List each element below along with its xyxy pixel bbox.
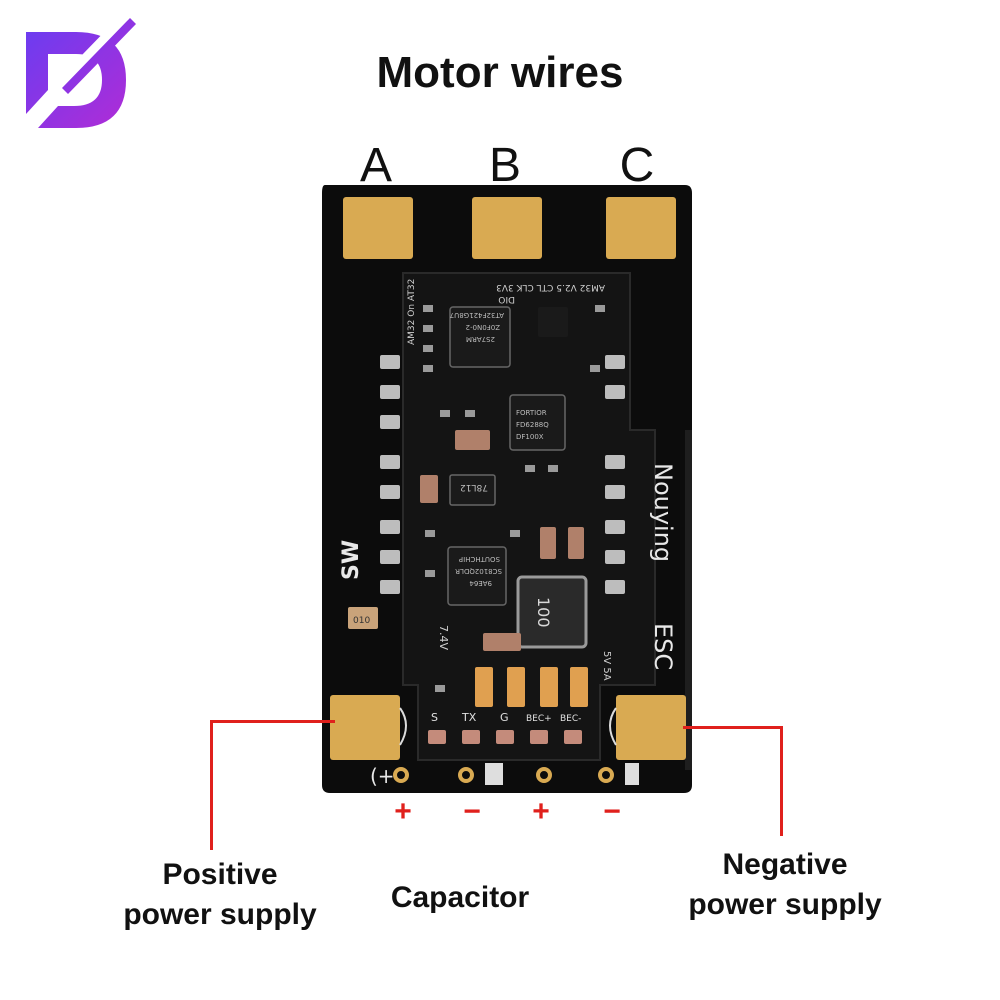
sign-minus-2: − <box>603 795 621 828</box>
negative-callout-line2: power supply <box>688 888 882 921</box>
regulator <box>449 474 496 506</box>
esc-board: Nouying ESC SW AM32 On AT32 AM32 V2.5 CT… <box>322 185 692 793</box>
firmware-label: AM32 On AT32 <box>407 279 417 345</box>
negative-callout-line1: Negative <box>722 848 848 881</box>
pin-label-bec-minus: BEC- <box>560 714 581 724</box>
inductor-text: 100 <box>534 597 553 628</box>
chip1-line3: 2S7ARM <box>466 335 495 343</box>
chip3-line1: SOUTHCHIP <box>459 555 500 563</box>
pin-label-g: G <box>500 711 509 724</box>
positive-callout: Positive power supply <box>100 855 340 935</box>
motor-pad-b <box>472 197 542 259</box>
positive-leader-horizontal <box>210 720 335 723</box>
buck-chip <box>447 546 507 606</box>
chip2-line1: FORTIOR <box>516 409 547 417</box>
positive-leader-vertical <box>210 720 213 850</box>
chip2-line3: DF100X <box>516 433 544 441</box>
mcu-chip <box>449 306 511 368</box>
diagram-title: Motor wires <box>376 48 624 97</box>
brand-esc-text: ESC <box>649 623 677 670</box>
motor-pad-c <box>606 197 676 259</box>
brand-text: Nouying <box>649 463 677 562</box>
positive-power-pad <box>330 695 400 760</box>
regulator-text: 78L12 <box>460 482 488 492</box>
header-label: AM32 V2.5 CTL CLK 3V3 <box>496 282 605 292</box>
sign-plus-2: + <box>532 795 550 828</box>
inductor <box>516 575 588 649</box>
negative-power-pad <box>616 695 686 760</box>
chip2-line2: FD6288Q <box>516 421 549 429</box>
capacitor-pad-label: (+ <box>370 764 395 788</box>
motor-pad-label-b: B <box>488 139 521 192</box>
capacitor-callout: Capacitor <box>390 881 530 914</box>
positive-callout-line1: Positive <box>162 858 278 891</box>
positive-callout-line2: power supply <box>123 898 317 931</box>
pin-label-bec-plus: BEC+ <box>526 714 552 724</box>
chip1-line1: AT32F421G8U7 <box>450 311 504 319</box>
pin-label-s: S <box>431 711 438 724</box>
pin-label-tx: TX <box>461 711 477 724</box>
negative-leader-horizontal <box>683 726 783 729</box>
bec-label: 5V 5A <box>601 651 612 681</box>
sign-plus-1: + <box>394 795 412 828</box>
negative-leader-vertical <box>780 726 783 836</box>
chip3-line2: SC8102QDLR <box>455 567 502 575</box>
motor-pad-label-a: A <box>359 139 392 192</box>
sign-minus-1: − <box>463 795 481 828</box>
small-ic <box>538 307 568 337</box>
chip3-line3: 9AE64 <box>469 579 492 587</box>
dio-label: DIO <box>498 294 515 304</box>
sw-label: SW <box>339 540 364 580</box>
driver-chip <box>509 394 566 451</box>
voltage-label: 7.4V <box>437 625 450 650</box>
chip1-line2: Z0F0N0-2 <box>466 323 500 331</box>
brand-logo <box>26 18 136 128</box>
motor-pad-label-c: C <box>619 139 655 192</box>
small-cap-label: 010 <box>353 616 370 626</box>
motor-pad-a <box>343 197 413 259</box>
negative-callout: Negative power supply <box>660 845 910 925</box>
